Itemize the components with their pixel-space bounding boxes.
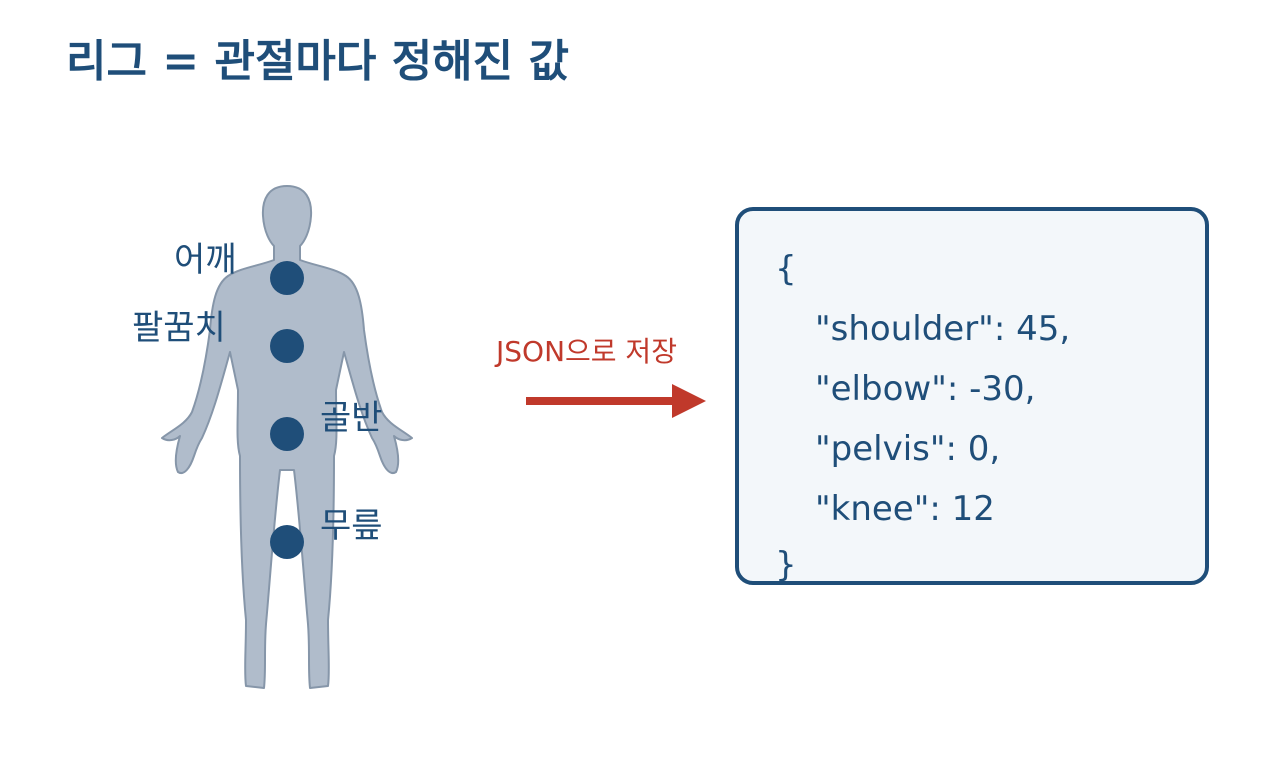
right-arrow-icon [526, 384, 706, 418]
slide-title: 리그 = 관절마다 정해진 값 [66, 36, 569, 87]
json-line-shoulder: "shoulder": 45, [815, 309, 1071, 349]
json-line-pelvis: "pelvis": 0, [815, 429, 1001, 469]
json-open-brace: { [775, 249, 797, 289]
arrow-label: JSON으로 저장 [496, 335, 677, 368]
pelvis-label: 골반 [320, 398, 383, 438]
human-body-figure [161, 185, 413, 689]
shoulder-joint-dot [270, 261, 304, 295]
elbow-label: 팔꿈치 [132, 308, 226, 348]
json-close-brace: } [775, 545, 797, 585]
json-line-elbow: "elbow": -30, [815, 369, 1036, 409]
knee-joint-dot [270, 525, 304, 559]
json-line-knee: "knee": 12 [815, 489, 995, 529]
pelvis-joint-dot [270, 417, 304, 451]
knee-label: 무릎 [320, 506, 383, 546]
elbow-joint-dot [270, 329, 304, 363]
shoulder-label: 어깨 [174, 240, 237, 280]
json-code-box: { "shoulder": 45, "elbow": -30, "pelvis"… [735, 207, 1209, 585]
